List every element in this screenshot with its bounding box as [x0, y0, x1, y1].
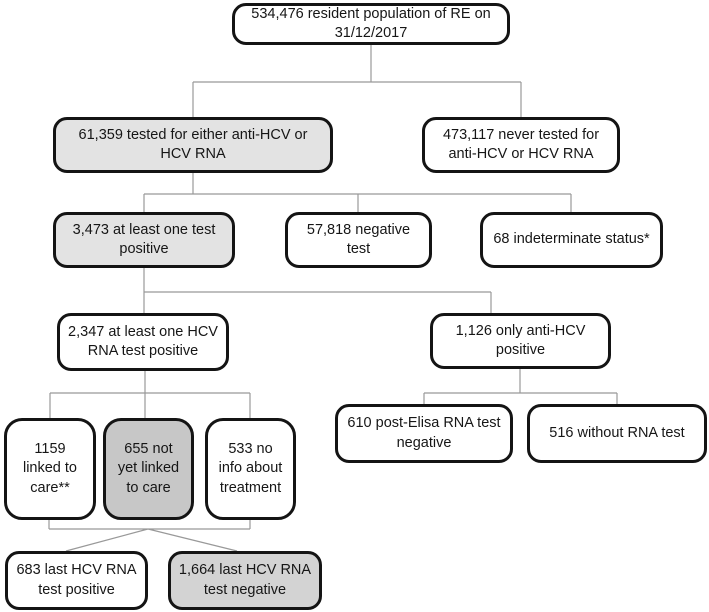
node-never-tested: 473,117 never tested for anti-HCV or HCV…	[422, 117, 620, 173]
node-last-rna-positive: 683 last HCV RNA test positive	[5, 551, 148, 610]
node-indeterminate-status: 68 indeterminate status*	[480, 212, 663, 268]
node-last-rna-negative: 1,664 last HCV RNA test negative	[168, 551, 322, 610]
node-tested: 61,359 tested for either anti-HCV or HCV…	[53, 117, 333, 173]
node-only-antihcv-positive: 1,126 only anti-HCV positive	[430, 313, 611, 369]
node-resident-population: 534,476 resident population of RE on 31/…	[232, 3, 510, 45]
node-rna-test-positive: 2,347 at least one HCV RNA test positive	[57, 313, 229, 371]
node-no-info-treatment: 533 no info about treatment	[205, 418, 296, 520]
node-without-rna-test: 516 without RNA test	[527, 404, 707, 463]
node-test-positive: 3,473 at least one test positive	[53, 212, 235, 268]
node-negative-test: 57,818 negative test	[285, 212, 432, 268]
node-not-yet-linked-to-care: 655 not yet linked to care	[103, 418, 194, 520]
node-linked-to-care: 1159 linked to care**	[4, 418, 96, 520]
node-post-elisa-rna-negative: 610 post-Elisa RNA test negative	[335, 404, 513, 463]
